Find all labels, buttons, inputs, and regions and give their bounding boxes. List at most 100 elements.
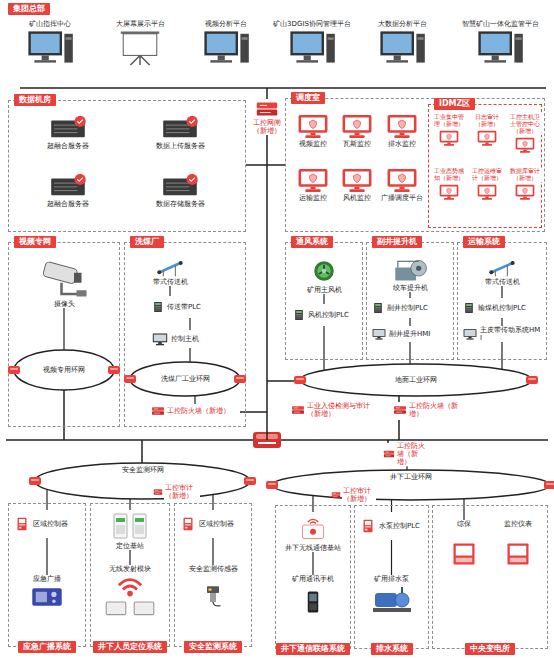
icon-part [365,526,371,528]
icon-part [154,409,160,413]
device-label: 无线发射模块 [108,565,152,573]
device-label: 超融合服务器 [46,200,90,208]
server-icon [150,113,210,141]
icon-part [517,139,532,147]
ring-line [130,362,240,396]
icon-part [485,196,488,198]
device-label: 摄像头 [53,300,76,308]
ring-line [300,364,532,396]
icon-part [484,60,506,62]
section-heading: 副井提升机 [372,236,422,248]
firewall-link [398,396,400,402]
device-node: 工控防火墙（新增） [392,402,464,418]
icon-part [135,518,144,522]
ring-label: 井下工业环网 [389,473,433,481]
icon-part [189,120,195,124]
icon-part [51,120,85,137]
icon-part [466,310,472,311]
device-label: 大屏幕展示平台 [115,20,166,28]
network-link [169,286,170,296]
icon-part [77,290,87,296]
icon-part [523,149,526,151]
region-box: 数据机房超融合服务器数据上传服务器超融合服务器数据存储服务器 [8,100,246,232]
device-label: 绞车提升机 [392,284,429,292]
device-node: 带式传送机 [140,256,200,286]
icon-part [153,334,167,343]
mon-icon [438,183,460,201]
icon-part [345,118,369,131]
device-label: 区域控制器 [198,520,248,528]
icon-part [466,338,473,339]
device-label: 水泵控制PLC [378,522,425,530]
icon-part [479,186,494,194]
icon-part [209,589,212,591]
icon-part [396,408,402,412]
icon-part [485,188,489,194]
icon-part [295,310,303,320]
device-node: 井下无线通信基站 [279,512,347,552]
icon-part [440,131,459,143]
icon-part [135,525,144,534]
device-node: 超融合服务器 [20,112,115,150]
ring-switch [526,376,538,384]
icon-part [123,34,157,56]
icon-part [187,116,198,127]
icon-part [390,118,414,131]
icon-part [514,34,522,63]
icon-part [523,141,527,147]
device-label: 风机控制PLC [307,311,357,319]
device-node: 数据库审计（新增） [507,168,543,202]
icon-part [399,174,406,183]
pc-icon [475,29,525,65]
mon-icon [476,183,498,201]
mon-icon [296,167,330,193]
icon-part [326,34,334,63]
pump-icon [366,584,418,614]
icon-part [328,37,334,39]
mon-icon [476,129,498,147]
device-node: 视频分析平台 [190,20,262,66]
ring-line [14,350,114,390]
icon-part [388,115,417,133]
icon-part [301,118,325,131]
network-link [312,496,313,512]
network-link [409,318,410,326]
network-link [463,499,464,520]
icon-part [447,142,450,144]
plc-icon [371,299,385,317]
icon-part [375,310,381,311]
icon-part [510,558,527,563]
icon-part [158,342,162,344]
icon-part [119,580,141,590]
ring-switch [29,477,41,485]
device-label: 广播调度平台 [380,194,424,202]
icon-part [386,60,408,62]
network-link [501,342,502,369]
icon-part [77,120,83,124]
pc-icon [25,29,75,65]
icon-part [19,527,22,529]
region-box: 洗煤厂带式传送机传送带PLC控制主机洗煤厂工业环网工控防火墙（新增） [124,242,246,427]
cab-icon [449,529,479,579]
icon-part [375,304,381,306]
icon-part [375,306,381,308]
ring-network: 洗煤厂工业环网 [130,362,240,396]
device-label: 工控防火墙（新增） [408,402,464,418]
icon-part [466,308,472,310]
icon-part [401,587,403,593]
host-icon [151,331,169,347]
icon-part [490,262,514,273]
device-label: 工控防火墙（新增） [396,442,432,466]
icon-part [179,261,183,265]
device-label: 综保 [456,520,472,528]
icon-part [441,132,456,140]
icon-part [478,185,497,197]
device-label: 工控主机卫士管控中心（新增） [507,114,543,135]
icon-part [28,31,62,55]
device-label: 数据上传服务器 [155,142,206,150]
device-label: 矿山指挥中心 [28,20,72,28]
device-label: 安全监测传感器 [188,565,239,573]
icon-part [447,188,451,194]
icon-part [520,151,530,153]
region-box: 视频专网摄像头视频专用环网 [8,242,120,427]
